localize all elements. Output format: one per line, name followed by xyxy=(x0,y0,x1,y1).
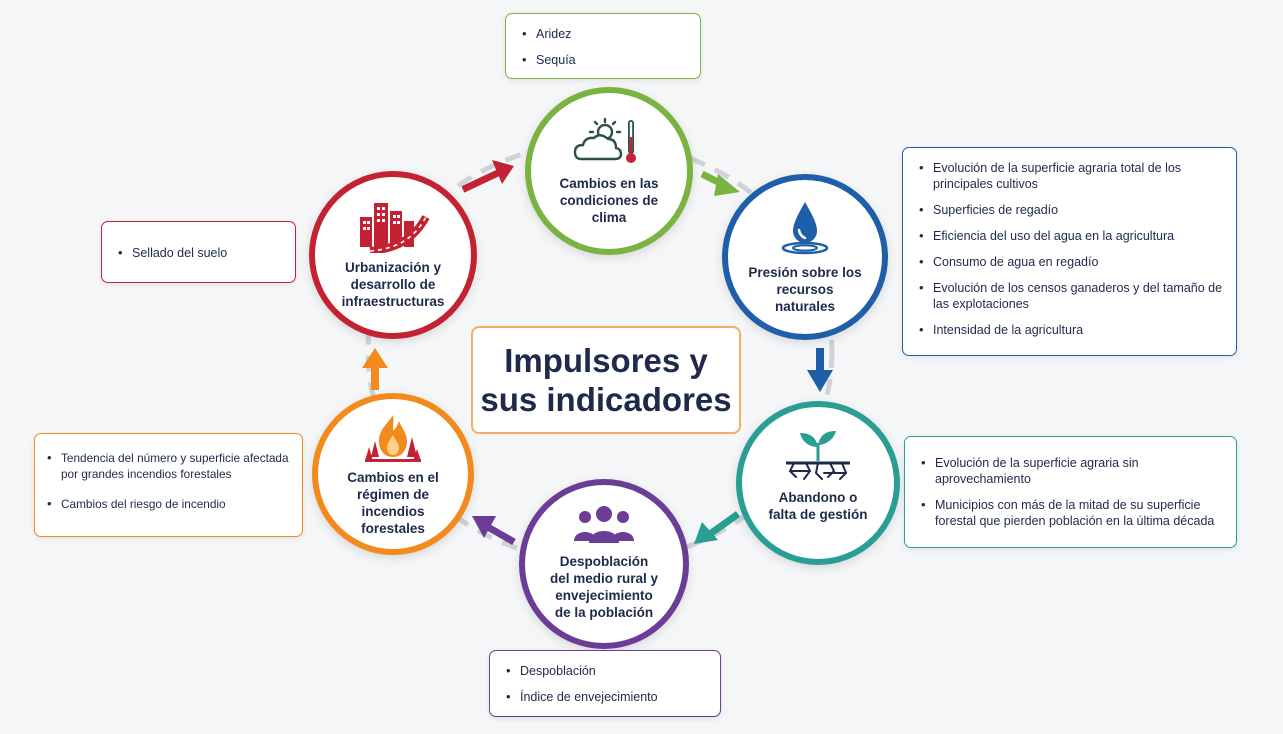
indicator-item: Aridez xyxy=(514,26,690,42)
indicator-item: Superficies de regadío xyxy=(911,202,1228,218)
arrow-climate-to-water xyxy=(700,170,740,196)
node-depop-label: Despoblación del medio rural y envejecim… xyxy=(549,554,659,620)
node-urban: Urbanización y desarrollo de infraestruc… xyxy=(309,171,477,339)
indicator-item: Evolución de la superficie agraria total… xyxy=(911,160,1228,192)
node-water-label: Presión sobre los recursos naturales xyxy=(748,265,862,314)
water-drop-icon xyxy=(781,202,829,255)
node-abandon: Abandono o falta de gestión xyxy=(736,401,900,565)
people-group-icon xyxy=(574,506,634,543)
node-abandon-label: Abandono o falta de gestión xyxy=(768,490,868,522)
center-title: Impulsores y sus indicadores xyxy=(480,342,732,418)
node-water: Presión sobre los recursos naturales xyxy=(722,174,888,340)
forest-fire-icon xyxy=(365,415,421,462)
arrow-depop-to-fire xyxy=(472,516,516,546)
center-title-box: Impulsores y sus indicadores xyxy=(471,326,741,434)
indicator-item: Consumo de agua en regadío xyxy=(911,254,1228,270)
indicator-item: Eficiencia del uso del agua en la agricu… xyxy=(911,228,1228,244)
arrow-fire-to-urban xyxy=(362,348,388,390)
indicator-item: Intensidad de la agricultura xyxy=(911,322,1228,338)
indicator-item: Municipios con más de la mitad de su sup… xyxy=(913,497,1228,529)
node-climate-label: Cambios en las condiciones de clima xyxy=(559,176,659,225)
indicators-climate: Aridez Sequía xyxy=(505,13,701,79)
indicator-item: Evolución de los censos ganaderos y del … xyxy=(911,280,1228,312)
cloud-sun-thermometer-icon xyxy=(573,117,636,163)
node-fire-label: Cambios en el régimen de incendios fores… xyxy=(347,470,439,536)
indicators-urban: Sellado del suelo xyxy=(101,221,296,283)
indicator-item: Tendencia del número y superficie afecta… xyxy=(39,450,294,482)
indicators-depop: Despoblación Índice de envejecimiento xyxy=(489,650,721,717)
indicator-item: Índice de envejecimiento xyxy=(498,689,710,705)
sprout-cracked-soil-icon xyxy=(786,431,850,480)
indicators-fire: Tendencia del número y superficie afecta… xyxy=(34,433,303,537)
indicator-item: Cambios del riesgo de incendio xyxy=(39,496,294,512)
indicators-abandon: Evolución de la superficie agraria sin a… xyxy=(904,436,1237,548)
arrow-abandon-to-depop xyxy=(694,511,741,544)
node-fire: Cambios en el régimen de incendios fores… xyxy=(312,393,474,555)
indicator-item: Sequía xyxy=(514,52,690,68)
indicator-item: Sellado del suelo xyxy=(110,245,285,261)
city-road-icon xyxy=(360,203,430,253)
arrow-water-to-abandon xyxy=(807,348,833,392)
indicator-item: Despoblación xyxy=(498,663,710,679)
indicator-item: Evolución de la superficie agraria sin a… xyxy=(913,455,1228,487)
indicators-water: Evolución de la superficie agraria total… xyxy=(902,147,1237,356)
node-climate: Cambios en las condiciones de clima xyxy=(525,87,693,255)
node-urban-label: Urbanización y desarrollo de infraestruc… xyxy=(341,260,445,309)
node-depop: Despoblación del medio rural y envejecim… xyxy=(519,479,689,649)
arrow-urban-to-climate xyxy=(462,160,514,193)
